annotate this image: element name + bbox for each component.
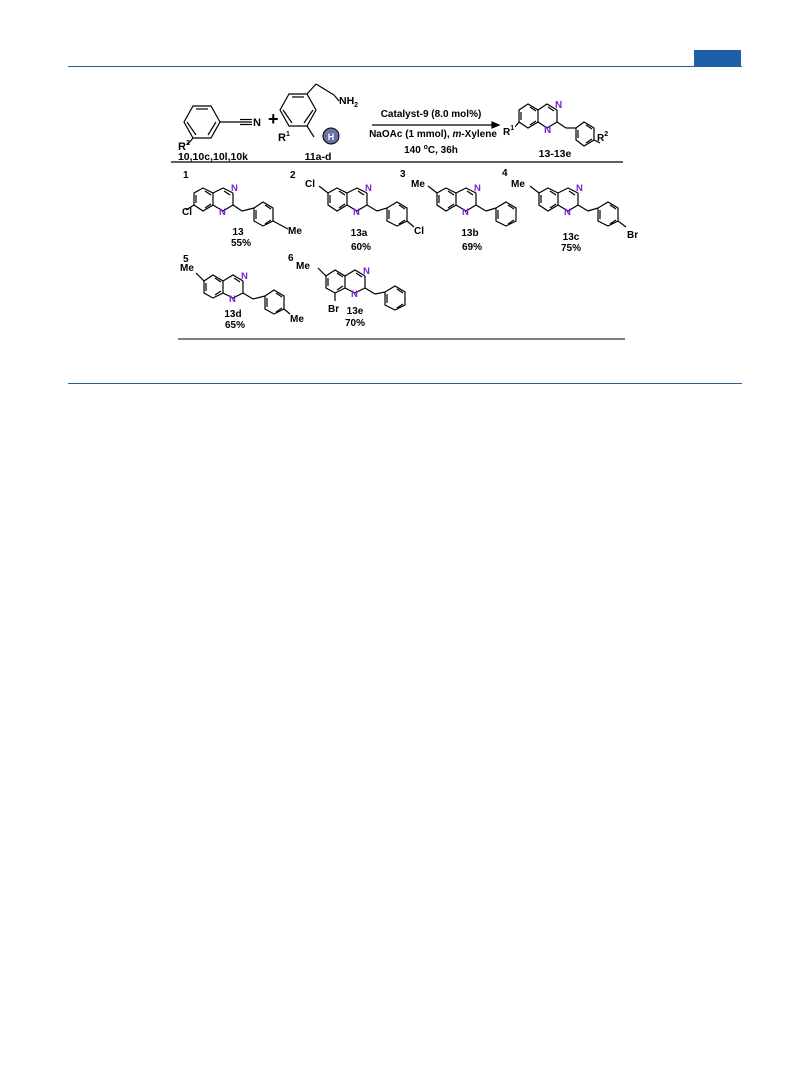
product-compound-label: 13-13e: [539, 148, 572, 160]
entry6-structure: [317, 267, 406, 311]
entry2-structure: [318, 185, 415, 228]
entry2-number: 2: [290, 170, 296, 181]
entry5-substituent-b: Me: [290, 314, 304, 325]
entry2-yield: 60%: [351, 242, 371, 253]
entry3-structure: [427, 185, 517, 227]
entry1-structure: [185, 187, 289, 230]
entry1-substituent-a: Cl: [182, 207, 192, 218]
entry5-compound: 13d: [224, 309, 241, 320]
reactant1-compound-label: 10,10c,10l,10k: [178, 151, 248, 163]
nitrile-n-label: N: [253, 117, 261, 129]
entry4-n3: N: [576, 183, 583, 194]
entry1-compound: 13: [232, 227, 244, 238]
entry1-number: 1: [183, 170, 189, 181]
entry2-substituent-a: Cl: [305, 179, 315, 190]
entry3-compound: 13b: [461, 228, 478, 239]
entry3-n3: N: [474, 183, 481, 194]
reactant2-r-label: R1: [278, 131, 290, 144]
product-r1-label: R1: [503, 125, 514, 138]
product-r2-label: R2: [597, 131, 608, 144]
bottom-rule: [68, 383, 742, 384]
entry5-n3: N: [241, 271, 248, 282]
product-structure: [514, 103, 601, 147]
entry5-structure: [195, 272, 291, 315]
reactant1-structure: [183, 105, 252, 145]
product-n1-label: N: [544, 125, 551, 136]
entry4-compound: 13c: [563, 232, 580, 243]
entry4-yield: 75%: [561, 243, 581, 254]
product-n3-label: N: [555, 100, 562, 111]
entry6-n3: N: [363, 266, 370, 277]
reactant2-structure: [279, 83, 340, 138]
reaction-scheme: N R2 10,10c,10l,10k + NH2 R1 H 11a-d Cat…: [171, 83, 638, 340]
entry6-number: 6: [288, 253, 294, 264]
entry4-number: 4: [502, 168, 508, 179]
entry3-substituent-a: Me: [411, 179, 425, 190]
entry3-yield: 69%: [462, 242, 482, 253]
conditions-line3: 140 oC, 36h: [404, 144, 458, 156]
entry6-n1: N: [351, 289, 358, 300]
entry3-n1: N: [462, 207, 469, 218]
entry6-yield: 70%: [345, 318, 365, 329]
entry4-substituent-b: Br: [627, 230, 638, 241]
h-marker-label: H: [328, 132, 335, 142]
top-rule: [68, 66, 742, 67]
entry6-compound: 13e: [347, 306, 364, 317]
entry5-substituent-a: Me: [180, 263, 194, 274]
entry5-number: 5: [183, 254, 189, 265]
amine-nh2-label: NH2: [339, 95, 358, 109]
entry4-n1: N: [564, 207, 571, 218]
entry1-n3: N: [231, 183, 238, 194]
entry2-compound: 13a: [351, 228, 368, 239]
entry2-substituent-b: Cl: [414, 226, 424, 237]
entry2-n1: N: [353, 207, 360, 218]
entry1-substituent-b: Me: [288, 226, 302, 237]
h-marker-icon: [322, 127, 340, 145]
entry6-substituent-a: Me: [296, 261, 310, 272]
entry6-substituent-b: Br: [328, 304, 339, 315]
plus-sign: +: [268, 109, 279, 129]
entry3-number: 3: [400, 169, 406, 180]
entry1-yield: 55%: [231, 238, 251, 249]
reactant1-r-label: R2: [178, 140, 190, 153]
entry5-n1: N: [229, 294, 236, 305]
entry4-structure: [529, 185, 627, 228]
reactant2-compound-label: 11a-d: [305, 151, 332, 163]
conditions-line2: NaOAc (1 mmol), m-Xylene: [369, 129, 497, 140]
conditions-line1: Catalyst-9 (8.0 mol%): [381, 109, 482, 120]
entry1-n1: N: [219, 207, 226, 218]
entry4-substituent-a: Me: [511, 179, 525, 190]
entry2-n3: N: [365, 183, 372, 194]
entry5-yield: 65%: [225, 320, 245, 331]
header-accent-tab: [694, 50, 741, 66]
